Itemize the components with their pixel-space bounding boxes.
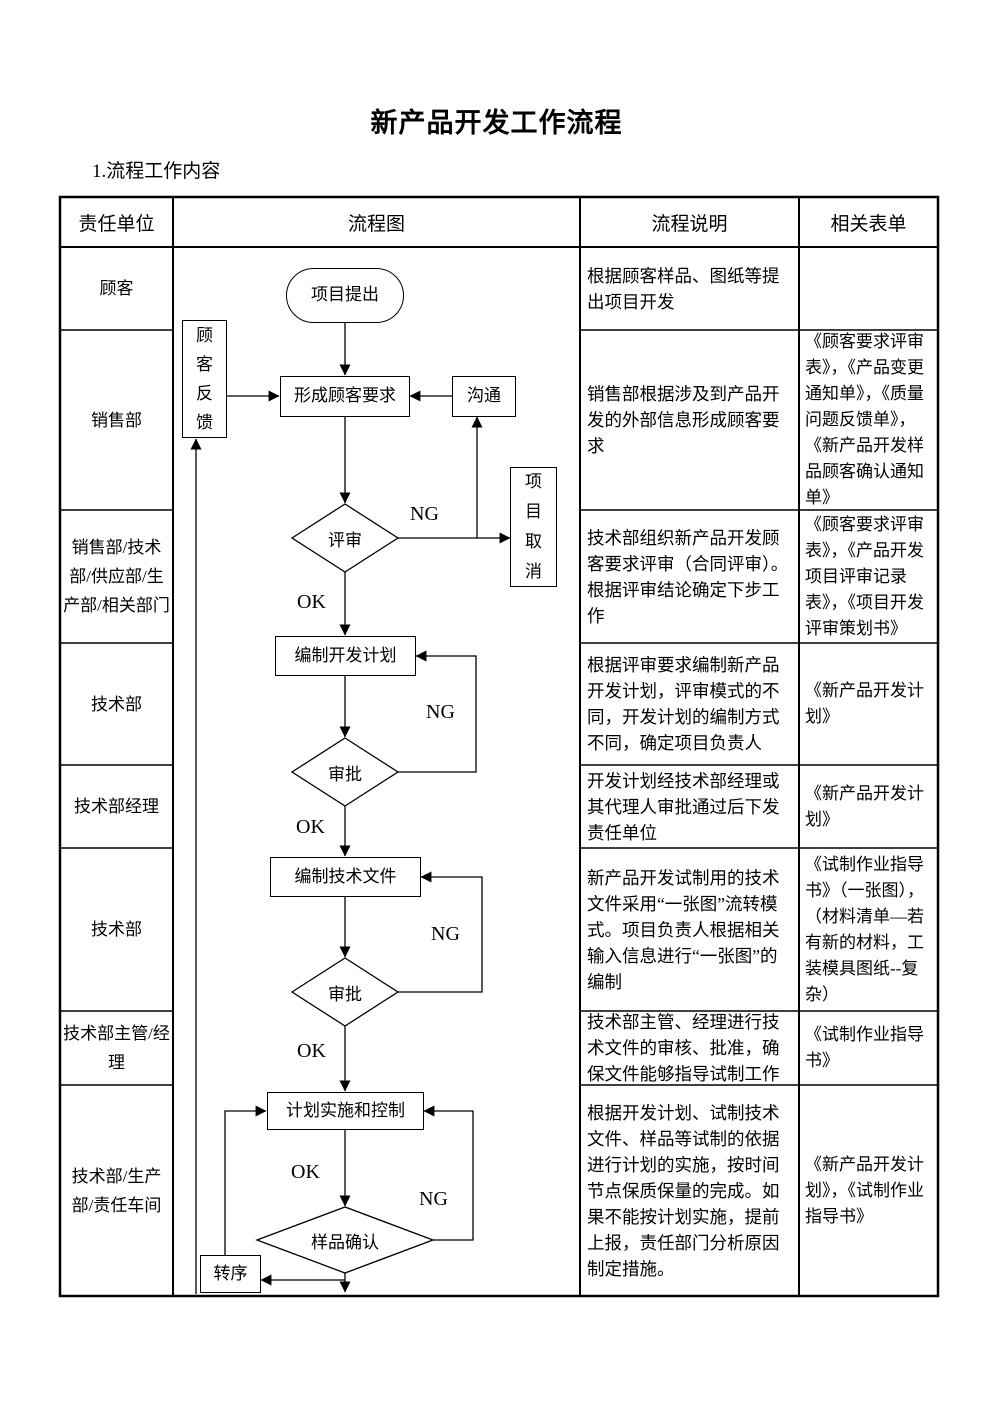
flow-box-customer-feedback: 顾客反馈 <box>182 320 227 438</box>
description-cell: 根据评审要求编制新产品开发计划，评审模式的不同，开发计划的编制方式不同，确定项目… <box>587 655 780 753</box>
edge-label-ng-review: NG <box>410 503 439 525</box>
flow-box-develop-plan: 编制开发计划 <box>275 636 416 676</box>
page-title: 新产品开发工作流程 <box>370 108 623 138</box>
description-cell: 根据顾客样品、图纸等提出项目开发 <box>587 265 780 312</box>
unit-cell: 技术部 <box>91 694 142 714</box>
description-cell: 新产品开发试制用的技术文件采用“一张图”流转模式。项目负责人根据相关输入信息进行… <box>587 867 780 992</box>
flow-box-transfer: 转序 <box>200 1255 261 1293</box>
flow-decision-diamonds <box>255 503 435 1274</box>
unit-cell: 技术部 <box>91 920 142 939</box>
forms-cell: 《顾客要求评审表》，《产品开发项目评审记录表》，《项目开发评审策划书》 <box>805 514 924 638</box>
unit-cell: 销售部 <box>91 410 142 430</box>
unit-cell: 技术部/生产部/责任车间 <box>71 1166 162 1215</box>
forms-cell: 《新产品开发计划》 <box>805 783 924 829</box>
header-description: 流程说明 <box>651 213 728 235</box>
edge-label-ok-approve-docs: OK <box>297 1040 326 1062</box>
section-heading: 1.流程工作内容 <box>92 161 221 182</box>
unit-cell: 技术部经理 <box>74 797 159 816</box>
edge-label-ok-review: OK <box>297 591 326 613</box>
flow-decision-approve-docs-label: 审批 <box>328 984 362 1004</box>
flow-start-project-proposal: 项目提出 <box>286 268 404 323</box>
forms-cell: 《新产品开发计划》 <box>805 681 924 726</box>
flow-box-tech-docs: 编制技术文件 <box>270 857 421 897</box>
project-cancel-label: 项目取消 <box>525 472 542 581</box>
flow-box-project-cancel: 项目取消 <box>510 467 557 587</box>
description-cell: 技术部主管、经理进行技术文件的审核、批准，确保文件能够指导试制工作 <box>587 1012 780 1084</box>
edge-label-ok-implementation: OK <box>291 1161 320 1183</box>
unit-cell: 技术部主管/经理 <box>63 1024 170 1072</box>
forms-cell: 《新产品开发计划》，《试制作业指导书》 <box>805 1154 924 1226</box>
header-forms: 相关表单 <box>830 213 907 235</box>
unit-cell: 销售部/技术部/供应部/生产部/相关部门 <box>63 538 170 615</box>
flow-decision-sample-confirm-label: 样品确认 <box>311 1232 379 1252</box>
forms-cell: 《试制作业指导书》（一张图），（材料清单—若有新的材料，工装模具图纸--复杂） <box>805 854 924 1004</box>
description-cell: 开发计划经技术部经理或其代理人审批通过后下发责任单位 <box>587 770 780 843</box>
flow-box-form-requirements: 形成顾客要求 <box>280 376 410 417</box>
unit-cell: 顾客 <box>99 279 134 298</box>
table-grid <box>58 195 940 1298</box>
flow-connectors <box>190 323 511 1294</box>
forms-cell <box>799 247 938 330</box>
header-unit: 责任单位 <box>78 213 155 235</box>
edge-label-ng-approve-docs: NG <box>431 923 460 945</box>
flow-decision-review-label: 评审 <box>328 530 362 550</box>
flow-box-implementation: 计划实施和控制 <box>267 1092 424 1130</box>
header-flowchart: 流程图 <box>347 213 405 235</box>
forms-cell: 《顾客要求评审表》，《产品变更通知单》，《质量问题反馈单》，《新产品开发样品顾客… <box>805 332 924 507</box>
description-cell: 销售部根据涉及到产品开发的外部信息形成顾客要求 <box>587 384 780 456</box>
description-cell: 技术部组织新产品开发顾客要求评审（合同评审）。根据评审结论确定下步工作 <box>587 527 789 626</box>
customer-feedback-label: 顾客反馈 <box>196 326 213 432</box>
flow-decision-approve-plan-label: 审批 <box>328 764 362 784</box>
forms-cell: 《试制作业指导书》 <box>805 1025 924 1070</box>
flow-box-communication: 沟通 <box>452 376 516 417</box>
edge-label-ng-sample-confirm: NG <box>419 1188 448 1210</box>
edge-label-ok-approve-plan: OK <box>296 816 325 838</box>
description-cell: 根据开发计划、试制技术文件、样品等试制的依据进行计划的实施，按时间节点保质保量的… <box>587 1102 780 1279</box>
edge-label-ng-approve-plan: NG <box>426 701 455 723</box>
